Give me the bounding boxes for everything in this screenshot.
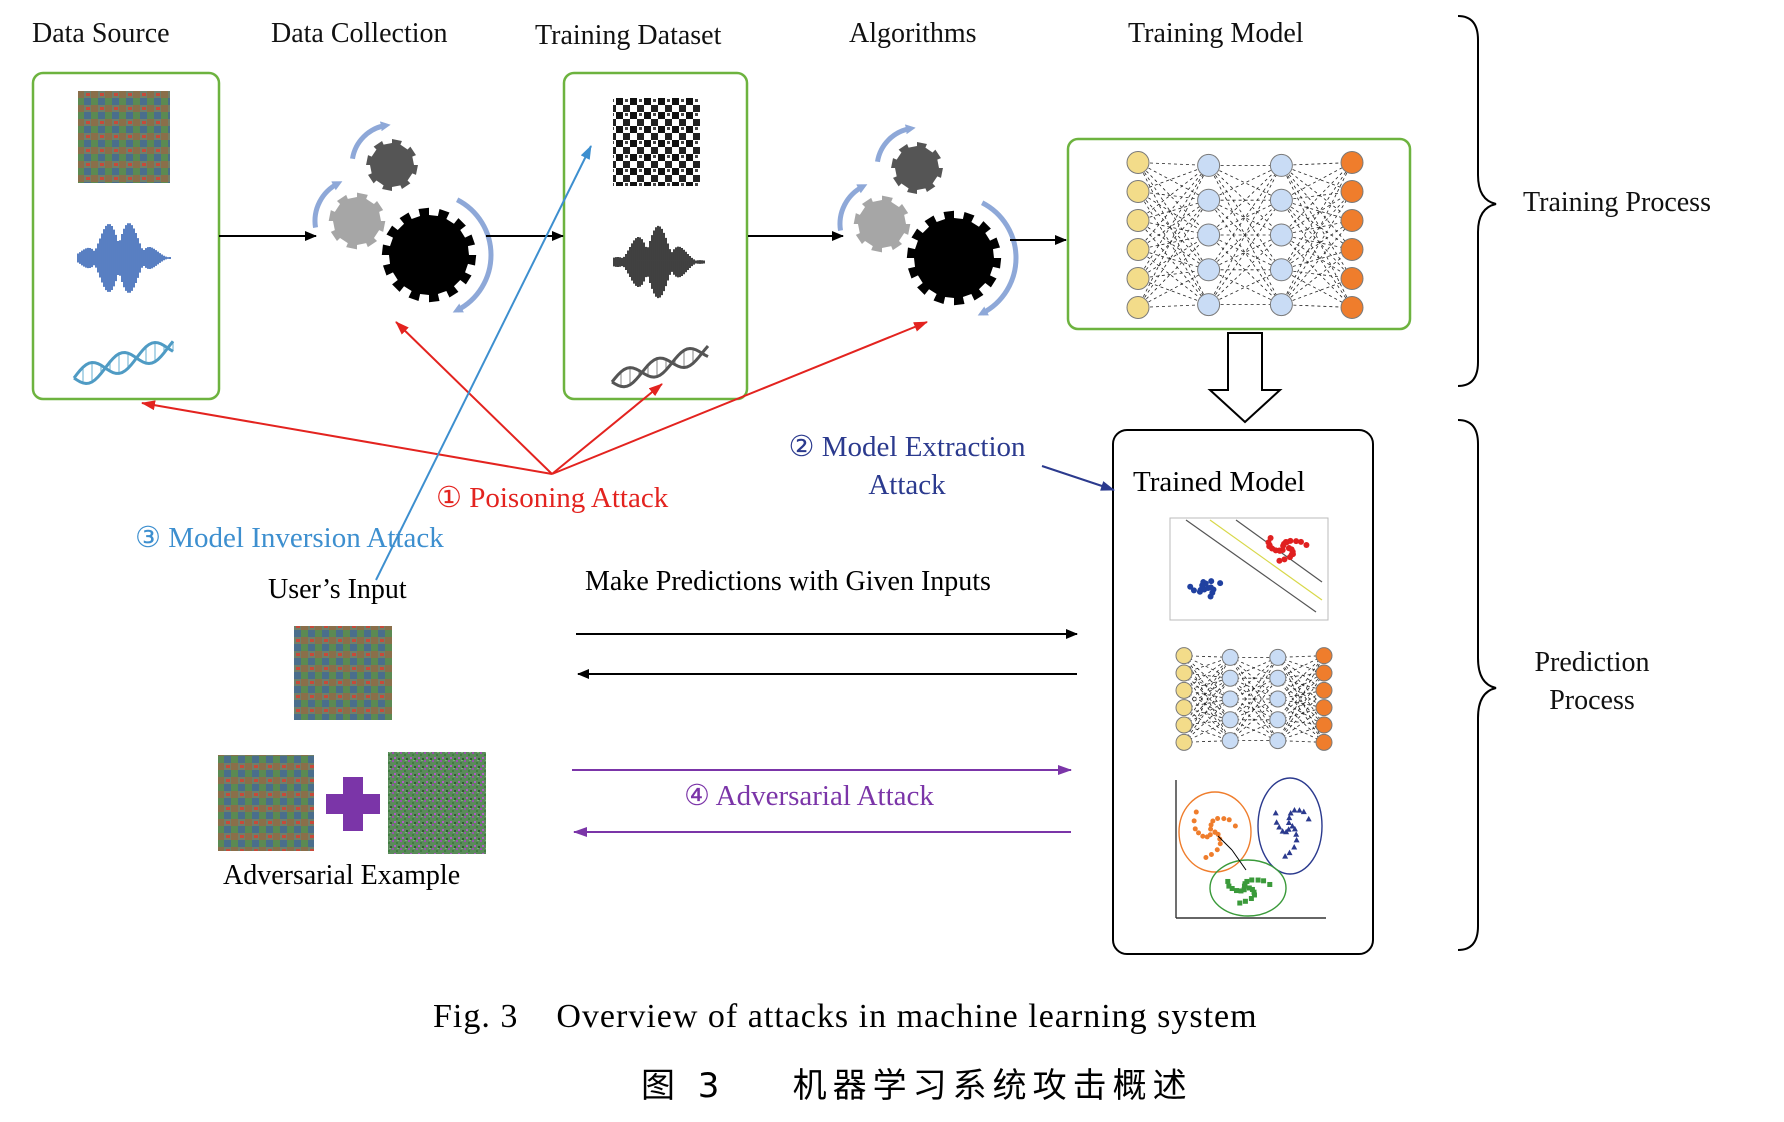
poisoning-arrow-to-collection [395, 321, 553, 475]
users-input-label: User’s Input [268, 574, 407, 605]
spectrogram-waveform-icon [613, 225, 705, 299]
trained-model-title: Trained Model [1133, 466, 1306, 498]
make-predictions-label: Make Predictions with Given Inputs [585, 566, 991, 597]
figure-caption-english: Fig. 3 Overview of attacks in machine le… [433, 998, 1258, 1035]
training-model-box [1066, 137, 1412, 331]
prediction-process-label: Prediction Process [1527, 644, 1657, 720]
clean-image-grid [218, 755, 314, 851]
trained-model-box [1112, 429, 1374, 955]
training-process-brace [1457, 15, 1497, 387]
user-input-image-grid [294, 626, 392, 720]
stage-title-training-model: Training Model [1128, 18, 1304, 49]
poisoning-attack-label: ① Poisoning Attack [436, 482, 669, 514]
plus-icon [326, 777, 380, 831]
image-grid-thumbnail [78, 91, 170, 183]
adversarial-example-label: Adversarial Example [223, 860, 461, 891]
training-dataset-box [562, 71, 749, 401]
prediction-process-line1: Prediction [1534, 647, 1650, 678]
audio-waveform-icon [77, 223, 171, 293]
model-extraction-line2: Attack [868, 469, 946, 501]
poisoning-arrow-to-algorithms [551, 321, 928, 475]
svm-scatter-plot-icon [1169, 517, 1329, 621]
model-extraction-attack-label: ② Model Extraction Attack [776, 428, 1038, 504]
model-extraction-line1: ② Model Extraction [788, 431, 1026, 463]
inversion-arrow [375, 145, 592, 581]
clustering-scatter-plot-icon [1170, 776, 1328, 924]
adversarial-attack-label: ④ Adversarial Attack [684, 780, 934, 812]
training-process-label: Training Process [1523, 187, 1711, 218]
binary-image-grid-thumbnail [613, 98, 700, 186]
prediction-process-brace [1457, 419, 1497, 951]
hollow-down-arrow [1207, 332, 1283, 424]
stage-title-algorithms: Algorithms [849, 18, 977, 49]
trained-neural-network-icon [1175, 647, 1333, 751]
poisoning-arrow-to-dataset [551, 383, 663, 475]
training-neural-network-icon [1126, 151, 1364, 319]
poisoning-arrow-to-source [141, 400, 553, 475]
prediction-process-line2: Process [1549, 685, 1635, 716]
stage-title-data-source: Data Source [32, 18, 170, 49]
figure-caption-chinese: 图 3 机器学习系统攻击概述 [641, 1066, 1193, 1106]
extraction-arrow [1041, 465, 1115, 491]
dna-sketch-icon [610, 345, 710, 389]
noise-perturbation-image [388, 752, 486, 854]
algorithms-gears-icon [837, 124, 1019, 316]
data-collection-gears-icon [312, 121, 494, 313]
stage-title-training-dataset: Training Dataset [535, 20, 722, 51]
model-inversion-attack-label: ③ Model Inversion Attack [135, 522, 444, 554]
dna-helix-icon [72, 340, 175, 386]
stage-title-data-collection: Data Collection [271, 18, 448, 49]
